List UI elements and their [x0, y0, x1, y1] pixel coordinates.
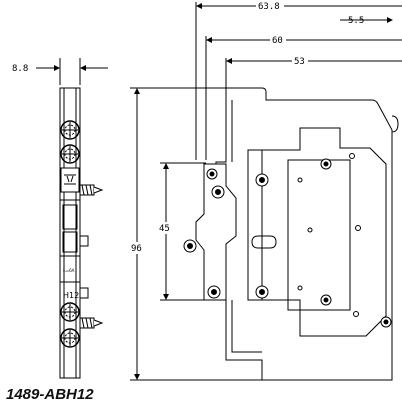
dim-side-width-label: 8.8 — [12, 64, 28, 74]
housing-screw-5 — [380, 316, 392, 328]
plate-screw-mid-top — [211, 185, 225, 199]
side-view: Iₙ=6A H12 — [36, 58, 108, 379]
part-number-caption: 1489-ABH12 — [6, 386, 94, 403]
housing-screw-4 — [320, 294, 332, 306]
side-terminal-screw-3 — [60, 302, 80, 322]
housing-screw-6 — [353, 311, 359, 317]
front-body-outline — [215, 87, 393, 381]
front-screws — [183, 153, 392, 328]
side-tab — [79, 235, 89, 247]
dim-offset-label: 5.5 — [348, 16, 364, 26]
side-terminal-screw-4 — [60, 328, 80, 348]
side-body-outline — [59, 87, 81, 379]
side-contact-label-block — [60, 167, 80, 193]
dim-mount-height-label: 45 — [159, 224, 170, 234]
side-terminal-screw-2 — [60, 144, 80, 164]
dim-overall-width-label: 63.8 — [258, 2, 280, 12]
side-tab-lower — [79, 287, 89, 299]
side-terminal-screw-1 — [60, 120, 80, 140]
front-inner-outline — [231, 100, 262, 353]
side-mounting-screw-lower — [79, 317, 104, 329]
mounting-plate — [195, 163, 237, 301]
plate-screw-top — [206, 168, 218, 180]
plate-screw-mid — [183, 239, 197, 253]
front-view — [130, 2, 402, 381]
right-clip-upper — [391, 115, 399, 133]
center-slot — [251, 235, 277, 249]
side-unit-marking: H12 — [63, 291, 79, 300]
dim-height-label: 96 — [131, 244, 142, 254]
side-mounting-screw-upper — [79, 184, 104, 196]
housing-screw-3 — [320, 158, 332, 170]
internal-housing — [247, 127, 387, 337]
housing-screw-2 — [255, 285, 269, 299]
dim-depth-label: 53 — [294, 57, 305, 67]
plate-screw-bottom — [207, 285, 221, 299]
side-rating-text: Iₙ=6A — [63, 268, 75, 273]
dim-hole-span-label: 60 — [272, 36, 283, 46]
housing-screw-1 — [255, 173, 269, 187]
dimension-labels: 63.8 5.5 60 53 96 45 — [130, 0, 364, 254]
